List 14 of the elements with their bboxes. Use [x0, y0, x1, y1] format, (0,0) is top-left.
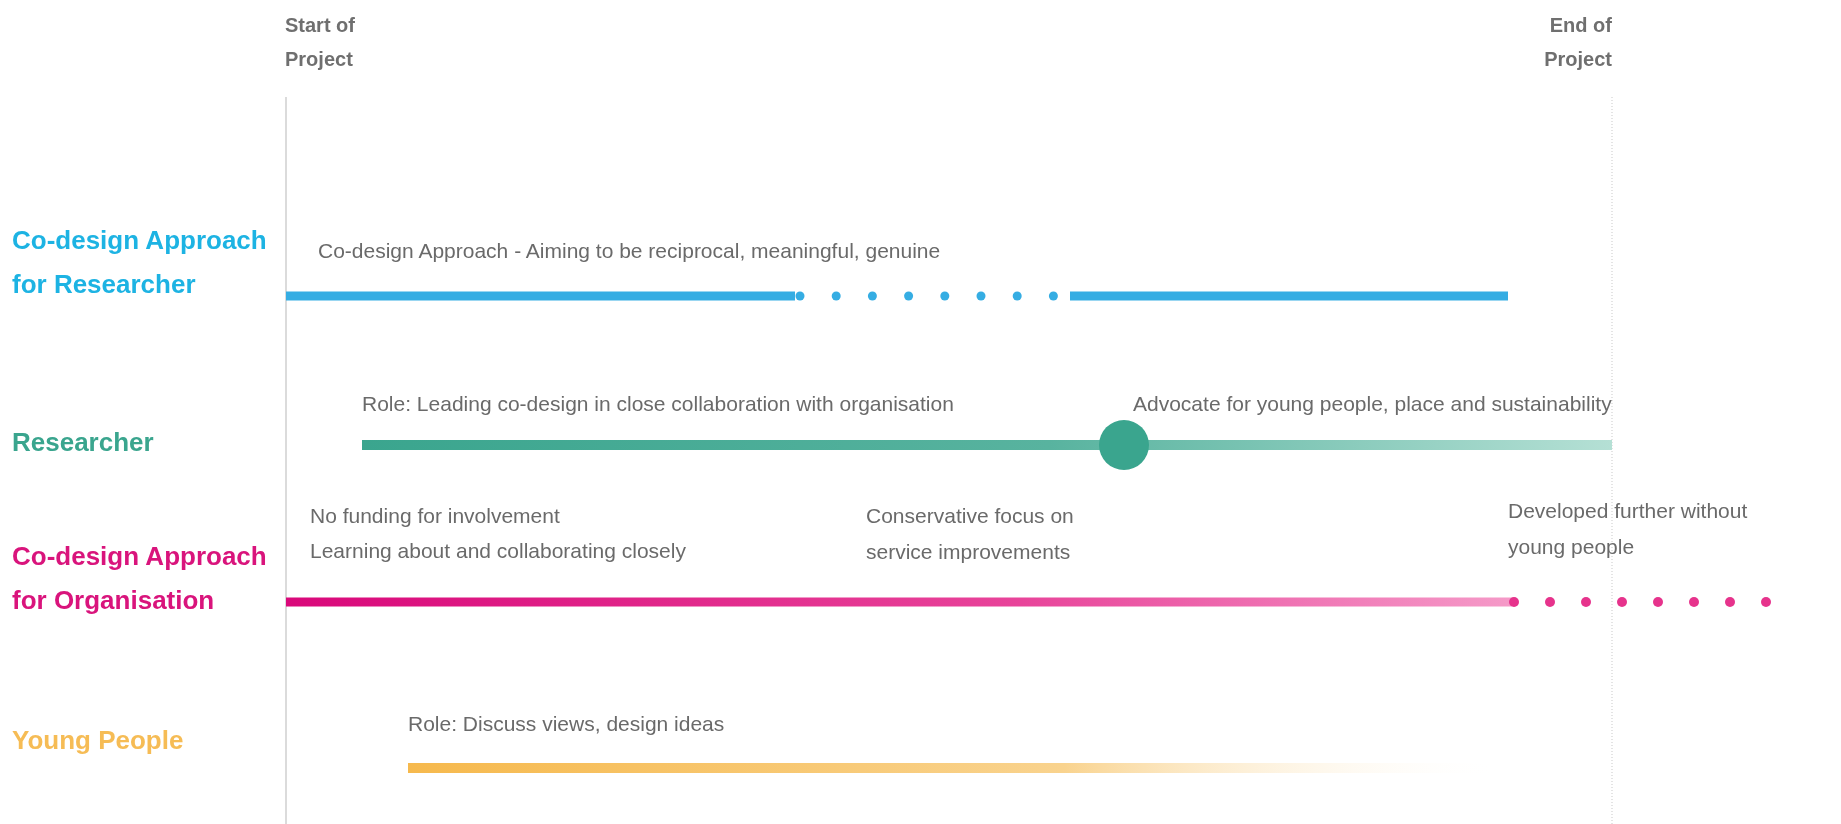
- phase-description: Role: Leading co-design in close collaboration with organisation: [362, 391, 954, 417]
- lane-label: Co-design Approach for Researcher: [12, 224, 268, 301]
- timeline-start-label: Start of Project: [285, 13, 356, 72]
- phase-description: Role: Discuss views, design ideas: [408, 711, 725, 737]
- lane-label: Co-design Approach for Organisation: [12, 540, 268, 617]
- phase-description: Advocate for young people, place and sustainability: [1133, 391, 1612, 417]
- phase-description: Developed further without young people: [1508, 498, 1749, 560]
- phase-description: Co-design Approach - Aiming to be reciprocal, meaningful, genuine: [318, 238, 941, 264]
- phase-description: No funding for involvement: [310, 503, 560, 529]
- timeline-end-label: End of Project: [1543, 13, 1612, 72]
- phase-description: Learning about and collaborating closely: [310, 538, 686, 564]
- phase-description: Conservative focus on service improvements: [866, 503, 1075, 565]
- lane-label: Young People: [12, 724, 185, 757]
- lane-label: Researcher: [12, 426, 155, 459]
